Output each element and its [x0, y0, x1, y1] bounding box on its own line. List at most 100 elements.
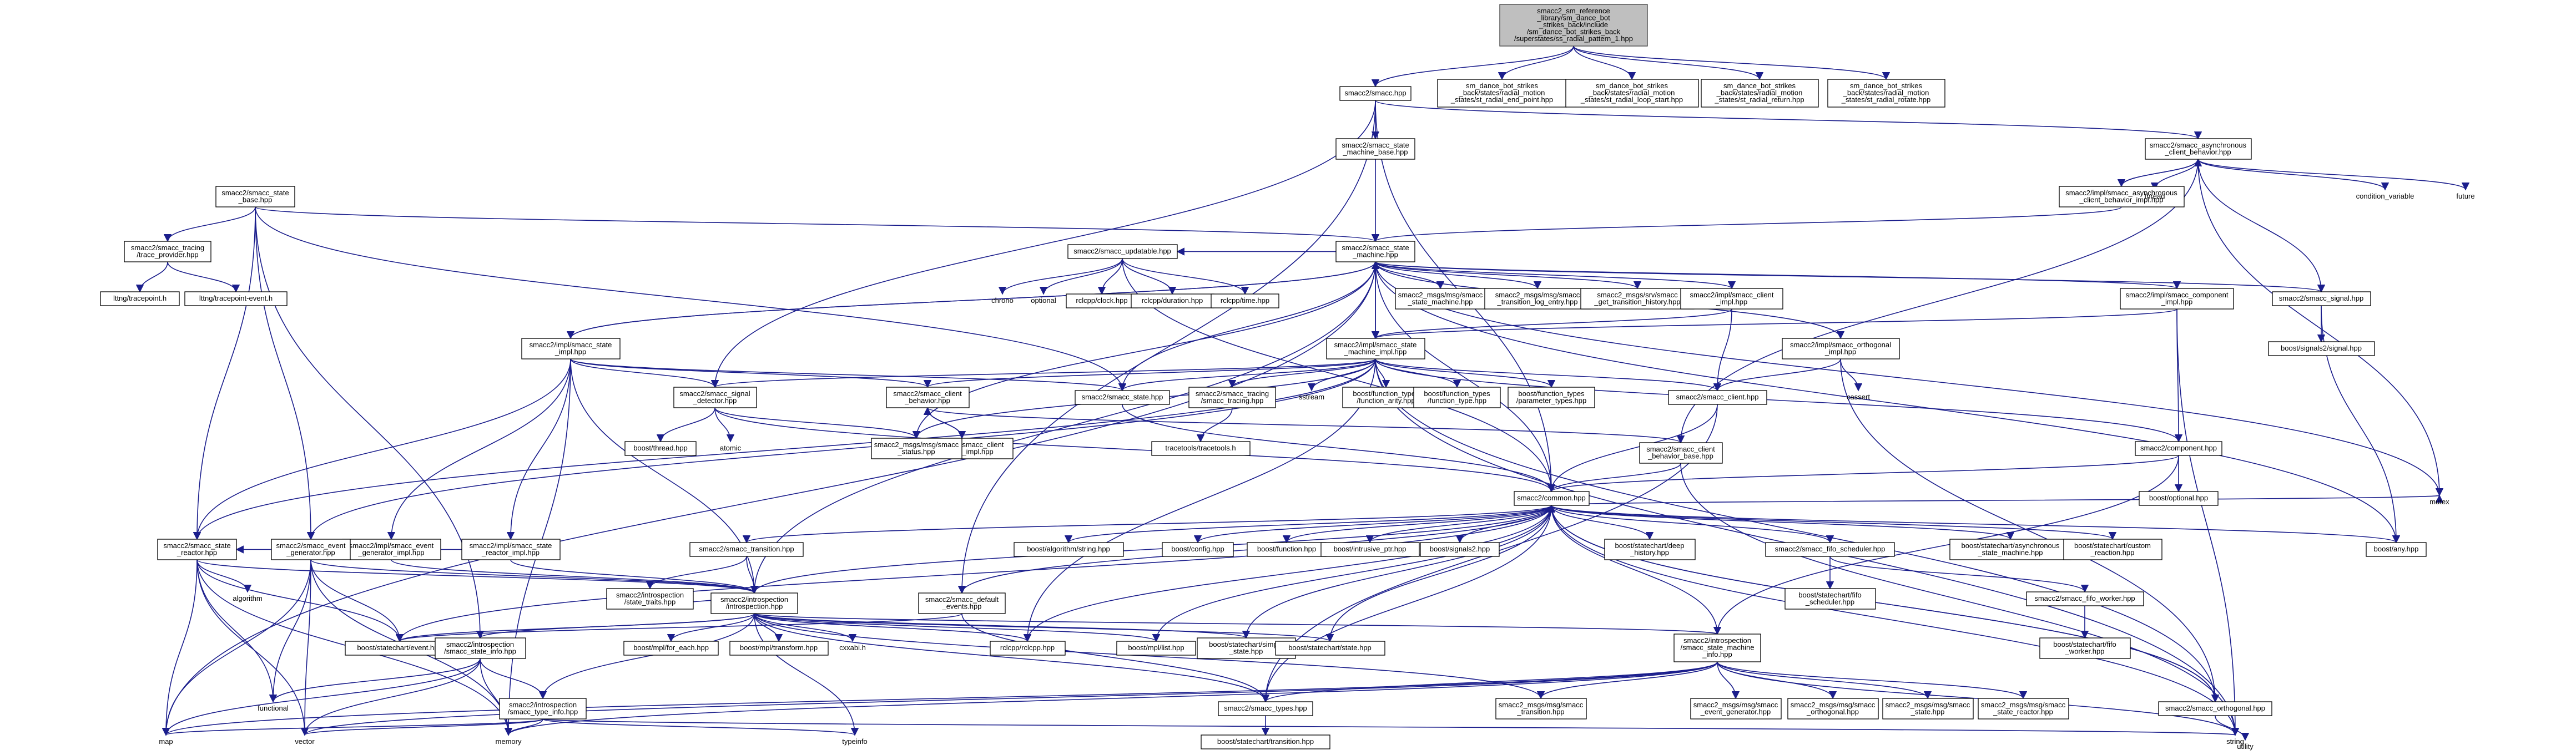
- node-boost-signals2-signal[interactable]: boost/signals2/signal.hpp: [2268, 341, 2375, 356]
- node-algo-string[interactable]: boost/algorithm/string.hpp: [1014, 542, 1124, 557]
- node-event-gen-impl[interactable]: smacc2/impl/smacc_event_generator_impl.h…: [342, 539, 441, 560]
- node-msg-log[interactable]: smacc2_msgs/msg/smacc_transition_log_ent…: [1484, 288, 1591, 310]
- node-default-events[interactable]: smacc2/smacc_default_events.hpp: [918, 592, 1006, 614]
- node-srv-history[interactable]: smacc2_msgs/srv/smacc_get_transition_his…: [1580, 288, 1695, 310]
- node-rclcpp-time[interactable]: rclcpp/time.hpp: [1211, 293, 1279, 308]
- node-introspection[interactable]: smacc2/introspection/introspection.hpp: [710, 592, 798, 614]
- node-event-generator[interactable]: smacc2/smacc_event_generator.hpp: [271, 539, 351, 560]
- node-cb-base[interactable]: smacc2/smacc_client_behavior_base.hpp: [1639, 442, 1723, 464]
- node-label: smacc2/smacc_tracing: [131, 244, 204, 252]
- node-st-radial-end[interactable]: sm_dance_bot_strikes_back/states/radial_…: [1437, 79, 1567, 108]
- node-updatable[interactable]: smacc2/smacc_updatable.hpp: [1067, 244, 1178, 259]
- node-transition[interactable]: smacc2/smacc_transition.hpp: [689, 542, 804, 557]
- node-sm-info[interactable]: smacc2/introspection/smacc_state_machine…: [1673, 634, 1761, 662]
- node-lttng-tracepoint-event[interactable]: lttng/tracepoint-event.h: [184, 291, 288, 306]
- node-mpl-for-each[interactable]: boost/mpl/for_each.hpp: [623, 641, 719, 656]
- node-fifo-worker[interactable]: smacc2/smacc_fifo_worker.hpp: [2026, 591, 2144, 606]
- node-bf-type[interactable]: boost/function_types/function_type.hpp: [1413, 387, 1501, 408]
- node-intrusive-ptr[interactable]: boost/intrusive_ptr.hpp: [1320, 542, 1420, 557]
- node-sc-fifo-scheduler[interactable]: boost/statechart/fifo_scheduler.hpp: [1784, 588, 1876, 610]
- node-msg-event-gen[interactable]: smacc2_msgs/msg/smacc_event_generator.hp…: [1690, 698, 1782, 719]
- node-rclcpp[interactable]: rclcpp/rclcpp.hpp: [990, 641, 1066, 656]
- node-boost-signals2[interactable]: boost/signals2.hpp: [1420, 542, 1500, 557]
- node-bf-params[interactable]: boost/function_types/parameter_types.hpp: [1508, 387, 1595, 408]
- edge-cb-base-to-string: [1680, 463, 2240, 736]
- node-lttng-tracepoint[interactable]: lttng/tracepoint.h: [100, 291, 180, 306]
- node-deep-history[interactable]: boost/statechart/deep_history.hpp: [1604, 539, 1696, 560]
- node-boost-any[interactable]: boost/any.hpp: [2366, 542, 2427, 557]
- node-root[interactable]: smacc2_sm_reference_library/sm_dance_bot…: [1499, 4, 1648, 47]
- node-msg-orthogonal[interactable]: smacc2_msgs/msg/smacc_orthogonal.hpp: [1787, 698, 1879, 719]
- node-box: [1131, 293, 1214, 308]
- node-client-behavior[interactable]: smacc2/smacc_client_behavior.hpp: [886, 387, 970, 408]
- node-orthogonal-impl[interactable]: smacc2/impl/smacc_orthogonal_impl.hpp: [1782, 338, 1900, 359]
- node-state-machine[interactable]: smacc2/smacc_state_machine.hpp: [1335, 241, 1415, 262]
- node-sc-transition[interactable]: boost/statechart/transition.hpp: [1201, 734, 1330, 749]
- node-msg-reactor[interactable]: smacc2_msgs/msg/smacc_state_reactor.hpp: [1978, 698, 2069, 719]
- edge-async-client-behavior-to-mutex: [2197, 159, 2444, 496]
- node-st-radial-return[interactable]: sm_dance_bot_strikes_back/states/radial_…: [1701, 79, 1819, 108]
- node-st-radial-rotate[interactable]: sm_dance_bot_strikes_back/states/radial_…: [1827, 79, 1945, 108]
- node-box: [124, 241, 211, 262]
- node-state-reactor[interactable]: smacc2/smacc_state_reactor.hpp: [157, 539, 237, 560]
- node-state-base[interactable]: smacc2/smacc_state_base.hpp: [215, 186, 295, 207]
- node-mpl-list[interactable]: boost/mpl/list.hpp: [1116, 641, 1196, 656]
- node-mpl-transform[interactable]: boost/mpl/transform.hpp: [729, 641, 829, 656]
- node-msg-sm[interactable]: smacc2_msgs/msg/smacc_state_machine.hpp: [1395, 288, 1486, 310]
- node-box: [1067, 244, 1178, 259]
- edge-type-info-to-typeinfo: [542, 718, 859, 736]
- node-sm-impl[interactable]: smacc2/impl/smacc_state_machine_impl.hpp: [1326, 338, 1425, 359]
- edge-root-to-st-radial-loop: [1573, 45, 1636, 80]
- node-async-client-behavior[interactable]: smacc2/smacc_asynchronous_client_behavio…: [2145, 138, 2252, 160]
- node-component[interactable]: smacc2/component.hpp: [2135, 441, 2222, 456]
- node-sm-base[interactable]: smacc2/smacc_state_machine_base.hpp: [1335, 138, 1415, 160]
- node-label: smacc2/smacc_signal: [679, 389, 750, 398]
- node-st-radial-loop[interactable]: sm_dance_bot_strikes_back/states/radial_…: [1565, 79, 1699, 108]
- node-state-traits[interactable]: smacc2/introspection/state_traits.hpp: [606, 588, 694, 610]
- node-client-impl[interactable]: smacc2/impl/smacc_client_impl.hpp: [1680, 288, 1783, 310]
- node-signal[interactable]: smacc2/smacc_signal.hpp: [2272, 291, 2371, 306]
- node-common[interactable]: smacc2/common.hpp: [1514, 491, 1590, 506]
- node-box: [1247, 542, 1327, 557]
- node-client[interactable]: smacc2/smacc_client.hpp: [1668, 390, 1767, 405]
- node-state-impl[interactable]: smacc2/impl/smacc_state_impl.hpp: [521, 338, 621, 359]
- node-state-info[interactable]: smacc2/introspection/smacc_state_info.hp…: [435, 637, 526, 659]
- node-box: [1320, 542, 1420, 557]
- node-component-impl[interactable]: smacc2/impl/smacc_component_impl.hpp: [2120, 288, 2234, 310]
- node-label: smacc2/smacc_fifo_scheduler.hpp: [1775, 545, 1886, 553]
- node-label: smacc2/smacc_updatable.hpp: [1073, 247, 1171, 255]
- node-rclcpp-clock[interactable]: rclcpp/clock.hpp: [1066, 293, 1138, 308]
- node-smacc-types[interactable]: smacc2/smacc_types.hpp: [1218, 701, 1313, 716]
- node-boost-function[interactable]: boost/function.hpp: [1247, 542, 1327, 557]
- node-box: [1580, 288, 1695, 310]
- node-trace-provider[interactable]: smacc2/smacc_tracing/trace_provider.hpp: [124, 241, 211, 262]
- node-box: [1211, 293, 1279, 308]
- node-label: boost/any.hpp: [2374, 545, 2419, 553]
- node-msg-state[interactable]: smacc2_msgs/msg/smacc_state.hpp: [1882, 698, 1974, 719]
- edge-root-to-smacc-hpp: [1371, 45, 1574, 88]
- node-vector: vector: [295, 737, 315, 746]
- node-reactor-impl[interactable]: smacc2/impl/smacc_state_reactor_impl.hpp: [461, 539, 561, 560]
- node-boost-optional[interactable]: boost/optional.hpp: [2139, 491, 2219, 506]
- node-msg-transition[interactable]: smacc2_msgs/msg/smacc_transition.hpp: [1495, 698, 1587, 719]
- node-msg-status[interactable]: smacc2_msgs/msg/smacc_status.hpp: [871, 438, 962, 459]
- node-async-cb-impl[interactable]: smacc2/impl/smacc_asynchronous_client_be…: [2059, 186, 2185, 207]
- node-async-sm[interactable]: boost/statechart/asynchronous_state_mach…: [1949, 539, 2071, 560]
- node-smacc-hpp[interactable]: smacc2/smacc.hpp: [1339, 86, 1411, 101]
- node-state[interactable]: smacc2/smacc_state.hpp: [1075, 390, 1170, 405]
- node-chrono: chrono: [991, 296, 1014, 305]
- node-signal-detector[interactable]: smacc2/smacc_signal_detector.hpp: [673, 387, 757, 408]
- node-fifo-scheduler[interactable]: smacc2/smacc_fifo_scheduler.hpp: [1765, 542, 1895, 557]
- node-rclcpp-duration[interactable]: rclcpp/duration.hpp: [1131, 293, 1214, 308]
- node-boost-thread[interactable]: boost/thread.hpp: [624, 441, 697, 456]
- node-boost-config[interactable]: boost/config.hpp: [1162, 542, 1234, 557]
- node-sc-state[interactable]: boost/statechart/state.hpp: [1275, 641, 1385, 656]
- node-sc-fifo-worker[interactable]: boost/statechart/fifo_worker.hpp: [2039, 637, 2131, 659]
- node-type-info[interactable]: smacc2/introspection/smacc_type_info.hpp: [499, 698, 587, 719]
- edge-state-machine-to-signal: [1375, 261, 2325, 293]
- node-tracetools[interactable]: tracetools/tracetools.h: [1151, 441, 1251, 456]
- edge-event-gen-impl-to-introspection: [391, 559, 758, 594]
- node-custom-reaction[interactable]: boost/statechart/custom_reaction.hpp: [2063, 539, 2162, 560]
- node-tracing[interactable]: smacc2/smacc_tracing/smacc_tracing.hpp: [1188, 387, 1276, 408]
- node-orthogonal[interactable]: smacc2/smacc_orthogonal.hpp: [2158, 701, 2272, 716]
